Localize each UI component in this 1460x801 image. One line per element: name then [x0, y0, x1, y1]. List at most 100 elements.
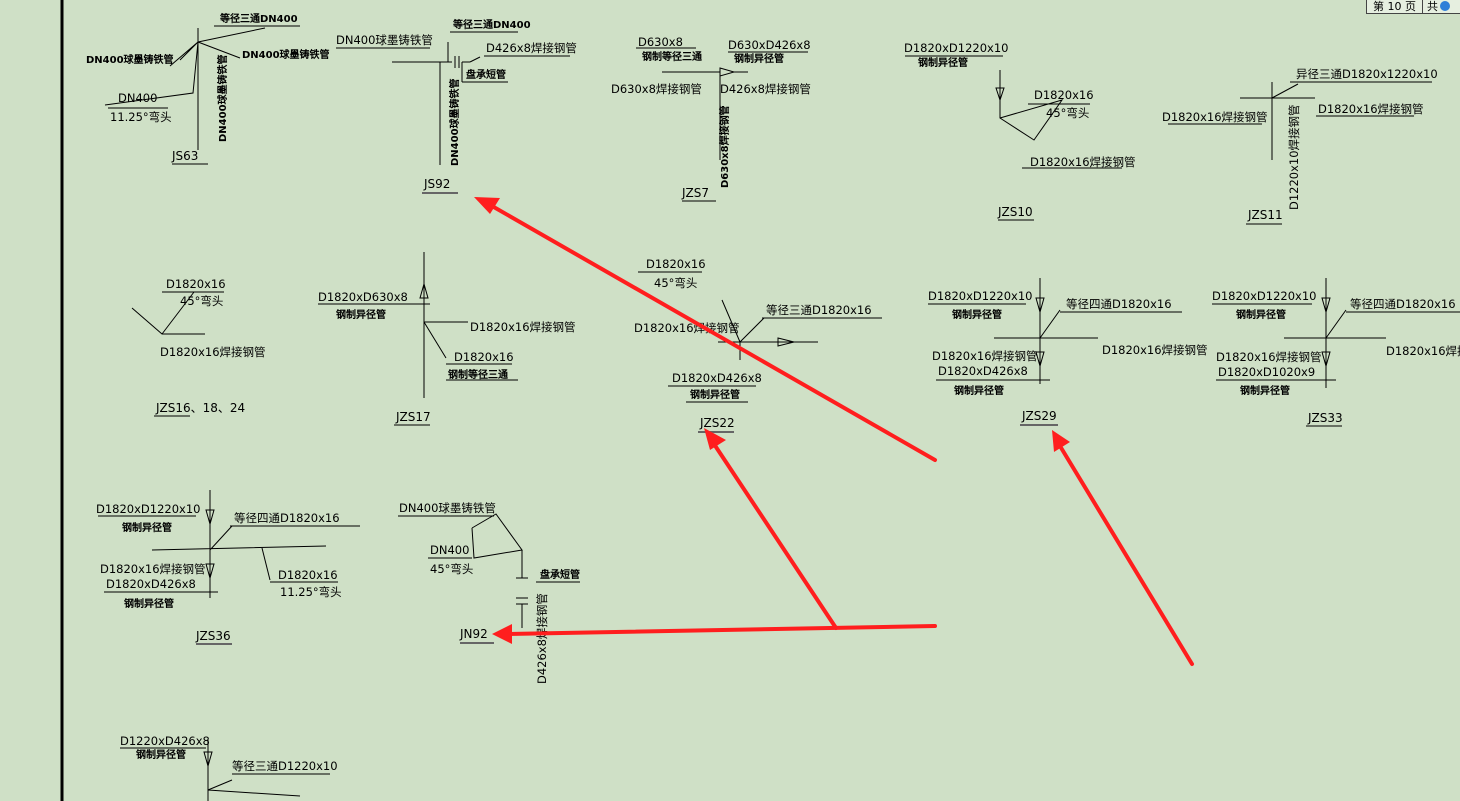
js63-label-1: 等径三通DN400	[220, 12, 298, 25]
jn92-tag: JN92	[459, 627, 488, 641]
node-jzs10: D1820xD1220x10 钢制异径管 D1820x16 45°弯头 D182…	[904, 41, 1136, 221]
jzs11-tag: JZS11	[1247, 208, 1283, 222]
jzs10-label-5: D1820x16焊接钢管	[1030, 155, 1136, 169]
jzs33-label-6: D1820xD1020x9	[1218, 365, 1315, 379]
node-jzs36: D1820xD1220x10 钢制异径管 等径四通D1820x16 D1820x…	[96, 490, 360, 645]
js92-label-2: 等径三通DN400	[453, 18, 531, 31]
jzs17-label-1: D1820xD630x8	[318, 290, 408, 304]
node-jzs16: D1820x16 45°弯头 D1820x16焊接钢管 JZS16、18、24	[131, 277, 266, 417]
jzs7-tag: JZS7	[681, 186, 709, 200]
jn92-label-4: 盘承短管	[540, 568, 580, 581]
page-total: 共	[1423, 0, 1454, 14]
jn92-label-3: 45°弯头	[430, 562, 473, 576]
jzs36-label-5: D1820xD426x8	[106, 577, 196, 591]
jzs36-label-4: D1820x16焊接钢管	[100, 562, 206, 576]
jzs22-label-6: 钢制异径管	[690, 388, 740, 401]
jzs17-label-5: 钢制等径三通	[448, 368, 508, 381]
jzs22-label-3: 等径三通D1820x16	[766, 303, 872, 317]
node-jzs29: D1820xD1220x10 钢制异径管 等径四通D1820x16 D1820x…	[928, 278, 1208, 426]
jzs16-label-2: 45°弯头	[180, 294, 223, 308]
jzs33-label-5: D1820x16焊接钢管	[1216, 350, 1322, 364]
jzs7-label-6: D426x8焊接钢管	[720, 82, 811, 96]
jzs22-label-1: D1820x16	[646, 257, 706, 271]
js63-label-2: DN400球墨铸铁管	[242, 48, 330, 61]
jzs33-tag: JZS33	[1307, 411, 1343, 425]
jzs36-label-1: D1820xD1220x10	[96, 502, 201, 516]
jzs29-label-7: 钢制异径管	[954, 384, 1004, 397]
node-js92: DN400球墨铸铁管 等径三通DN400 D426x8焊接钢管 盘承短管 DN4…	[336, 18, 577, 194]
node-jzs33: D1820xD1220x10 钢制异径管 等径四通D1820x16 D1820x…	[1212, 278, 1460, 427]
jzs36-tag: JZS36	[195, 629, 231, 643]
jzs22-label-5: D1820xD426x8	[672, 371, 762, 385]
jzs10-label-2: 钢制异径管	[918, 56, 968, 69]
jzs22-tag: JZS22	[699, 416, 735, 430]
jn92-label-2: DN400	[430, 543, 469, 557]
bottom-label-3: 等径三通D1220x10	[232, 759, 338, 773]
jn92-label-1: DN400球墨铸铁管	[399, 501, 496, 515]
jzs29-label-1: D1820xD1220x10	[928, 289, 1033, 303]
arrow-to-jzs22-head	[704, 428, 726, 450]
node-jzs7: D630x8 钢制等径三通 D630xD426x8 钢制异径管 D630x8焊接…	[611, 35, 811, 202]
jzs33-label-2: 钢制异径管	[1236, 308, 1286, 321]
jzs11-label-3: D1820x16焊接钢管	[1318, 102, 1424, 116]
arrow-to-js92-head	[474, 197, 500, 214]
js63-label-4: DN400	[118, 91, 157, 105]
jzs11-label-1: 异径三通D1820x1220x10	[1296, 67, 1438, 81]
jzs29-tag: JZS29	[1021, 409, 1057, 423]
jzs36-label-8: 11.25°弯头	[280, 585, 342, 599]
jzs33-label-4: D1820x16焊接钢管	[1386, 344, 1460, 358]
arrow-to-js92	[490, 204, 937, 462]
jzs29-label-4: D1820x16焊接钢管	[1102, 343, 1208, 357]
arrow-to-jn92	[506, 624, 937, 636]
jzs36-label-2: 钢制异径管	[122, 521, 172, 534]
node-jzs17: D1820xD630x8 钢制异径管 D1820x16焊接钢管 D1820x16…	[318, 252, 576, 426]
arrow-to-jzs22	[712, 442, 838, 630]
js63-label-5: 11.25°弯头	[110, 110, 172, 124]
jzs7-label-7: D630x8焊接钢管	[718, 105, 731, 188]
annotation-arrows	[474, 197, 1194, 666]
jzs7-label-3: D630xD426x8	[728, 38, 811, 52]
jzs10-label-3: D1820x16	[1034, 88, 1094, 102]
page-current: 第 10 页	[1367, 0, 1423, 13]
jzs36-label-3: 等径四通D1820x16	[234, 511, 340, 525]
jzs7-label-4: 钢制异径管	[734, 52, 784, 65]
arrow-to-jzs29	[1058, 444, 1194, 666]
node-jzs22: D1820x16 45°弯头 等径三通D1820x16 D1820x16焊接钢管…	[634, 257, 882, 433]
js63-label-3: DN400球墨铸铁管	[86, 53, 174, 66]
page-indicator[interactable]: 第 10 页 共	[1366, 0, 1460, 14]
node-bottom-partial: D1220xD426x8 钢制异径管 等径三通D1220x10	[120, 734, 338, 801]
jzs7-label-1: D630x8	[638, 35, 683, 49]
jzs17-label-2: 钢制异径管	[336, 308, 386, 321]
node-js63: 等径三通DN400 DN400球墨铸铁管 DN400球墨铸铁管 DN400 11…	[86, 12, 330, 165]
js92-label-5: DN400球墨铸铁管	[448, 78, 461, 166]
bottom-label-1: D1220xD426x8	[120, 734, 210, 748]
jzs29-label-5: D1820x16焊接钢管	[932, 349, 1038, 363]
jzs29-label-6: D1820xD426x8	[938, 364, 1028, 378]
jzs10-label-4: 45°弯头	[1046, 106, 1089, 120]
arrow-to-jn92-head	[492, 624, 512, 644]
jzs11-label-2: D1820x16焊接钢管	[1162, 110, 1268, 124]
jzs36-label-6: 钢制异径管	[124, 597, 174, 610]
jzs16-label-3: D1820x16焊接钢管	[160, 345, 266, 359]
jzs22-label-2: 45°弯头	[654, 276, 697, 290]
js92-label-1: DN400球墨铸铁管	[336, 33, 433, 47]
arrow-to-jzs29-head	[1052, 430, 1070, 452]
jzs17-label-3: D1820x16焊接钢管	[470, 320, 576, 334]
node-jn92: DN400球墨铸铁管 DN400 45°弯头 盘承短管 D426x8焊接钢管 J…	[398, 501, 580, 684]
jzs7-label-2: 钢制等径三通	[642, 50, 702, 63]
jzs16-tag: JZS16、18、24	[155, 401, 245, 415]
jzs17-tag: JZS17	[395, 410, 431, 424]
jzs33-label-7: 钢制异径管	[1240, 384, 1290, 397]
jzs29-label-2: 钢制异径管	[952, 308, 1002, 321]
jzs10-tag: JZS10	[997, 205, 1033, 219]
jzs10-label-1: D1820xD1220x10	[904, 41, 1009, 55]
page-nav-icon[interactable]	[1440, 1, 1450, 11]
js92-label-4: 盘承短管	[466, 68, 506, 81]
js92-tag: JS92	[423, 177, 450, 191]
js63-tag: JS63	[171, 149, 198, 163]
jzs16-label-1: D1820x16	[166, 277, 226, 291]
js92-label-3: D426x8焊接钢管	[486, 41, 577, 55]
jzs17-label-4: D1820x16	[454, 350, 514, 364]
